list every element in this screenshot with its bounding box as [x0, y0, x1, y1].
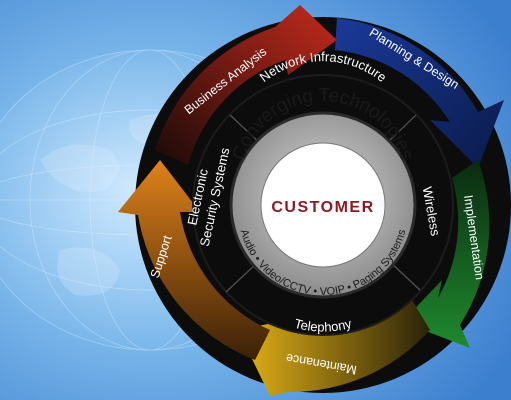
- middle-item-telephony-path: Telephony: [293, 316, 354, 335]
- arrow-planning-design: [335, 18, 504, 168]
- arrow-implementation: [402, 160, 490, 348]
- center-disc: [260, 142, 386, 268]
- center-label: CUSTOMER: [271, 199, 374, 216]
- middle-item-telephony: Telephony: [293, 316, 354, 335]
- arrow-business-analysis: [155, 5, 337, 165]
- arrow-support: [118, 160, 270, 360]
